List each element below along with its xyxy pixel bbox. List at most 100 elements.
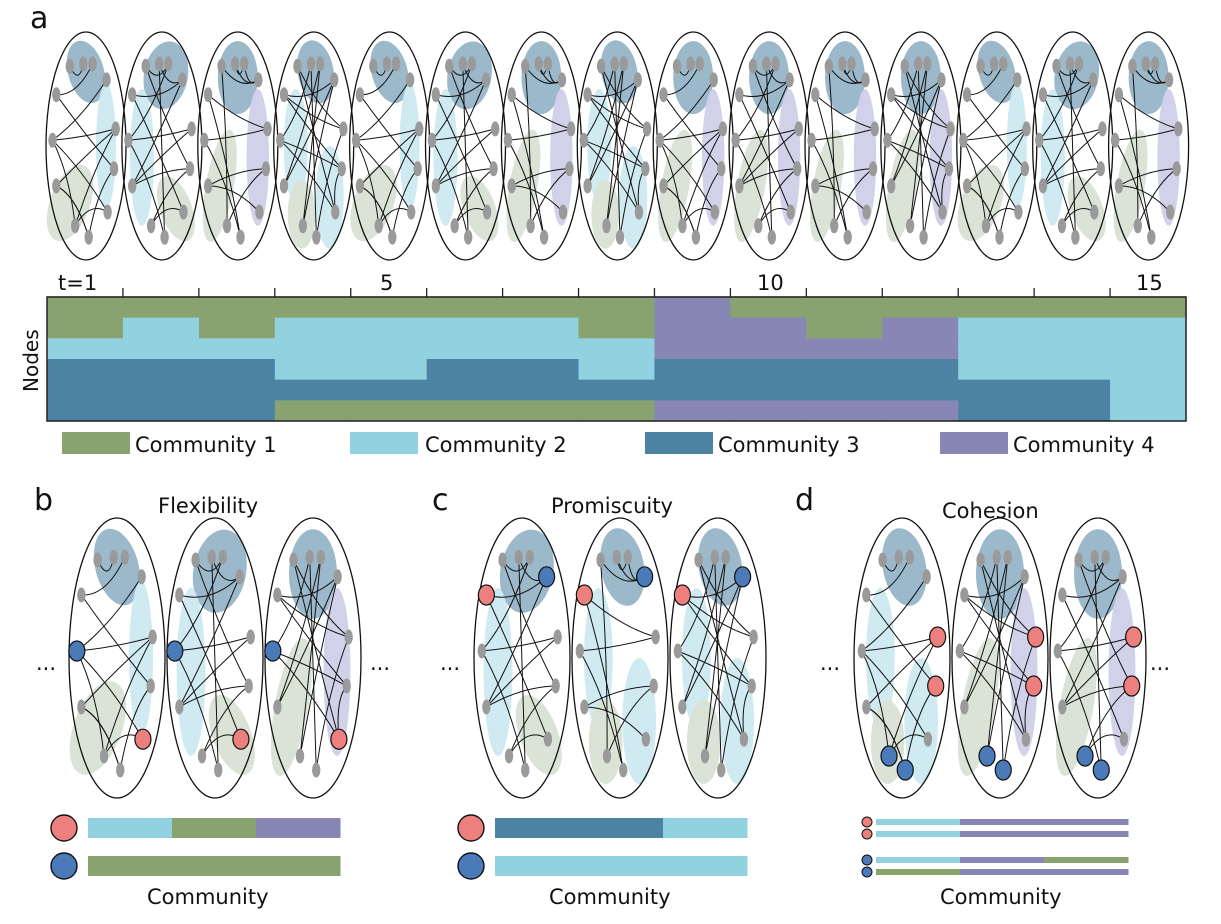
- network-boundary: [571, 517, 669, 799]
- network-node: [710, 549, 719, 565]
- panel-b-bottom-label: Community: [147, 885, 269, 909]
- community-cell: [730, 338, 807, 360]
- network-edge: [178, 594, 242, 740]
- community-region: [176, 588, 206, 756]
- network-edge: [923, 128, 952, 238]
- community-region: [720, 658, 754, 784]
- network-node: [355, 178, 365, 194]
- highlighted-node: [734, 566, 752, 588]
- network-node: [458, 56, 467, 72]
- network-edge: [738, 79, 791, 187]
- network-snapshot: [728, 31, 810, 261]
- community-cell: [1110, 338, 1187, 360]
- community-cell: [350, 297, 428, 319]
- community-matrix: [47, 297, 1187, 422]
- network-node: [1110, 132, 1120, 148]
- community-cell: [198, 359, 276, 381]
- highlighted-node: [1092, 759, 1110, 781]
- network-edge: [890, 94, 951, 130]
- blue-node-marker: [50, 852, 78, 880]
- network-node: [124, 132, 133, 148]
- network-node: [179, 204, 188, 220]
- blue-node-marker: [861, 866, 873, 878]
- network-node: [491, 121, 500, 137]
- community-cell: [426, 297, 504, 319]
- network-node: [405, 72, 415, 88]
- community-cell: [958, 379, 1035, 401]
- panel-d-ellipsis-left: ...: [820, 651, 840, 675]
- network-edge: [378, 128, 420, 226]
- network-node: [1147, 229, 1156, 245]
- community-cell: [1110, 400, 1187, 422]
- network-edge: [179, 685, 249, 708]
- network-edge: [508, 685, 556, 757]
- network-node: [937, 72, 946, 88]
- network-edge: [158, 63, 166, 238]
- network-node: [1065, 56, 1075, 72]
- network-edge: [735, 63, 777, 141]
- community-cell: [274, 379, 352, 401]
- network-edge: [815, 168, 874, 187]
- network-edge: [277, 576, 338, 598]
- network-node: [731, 132, 740, 148]
- network-node: [316, 549, 325, 565]
- network-edge: [283, 79, 335, 97]
- network-node: [1118, 569, 1127, 585]
- network-edge: [502, 559, 557, 687]
- network-edge: [1118, 94, 1179, 130]
- community-region: [96, 83, 116, 209]
- network-edge: [1094, 557, 1102, 771]
- network-edge: [861, 650, 890, 757]
- community-cell: [806, 400, 883, 422]
- community-cell: [654, 379, 731, 401]
- highlighted-node: [1123, 675, 1141, 697]
- network-edge: [677, 650, 752, 687]
- community-cell: [502, 317, 580, 339]
- community-cell: [958, 400, 1035, 422]
- community-bar-segment: [579, 856, 664, 876]
- highlighted-node: [1125, 626, 1143, 648]
- network-node: [514, 549, 523, 565]
- community-region: [1113, 129, 1148, 243]
- network-node: [197, 748, 207, 764]
- panel-b-ellipsis-left: ...: [36, 651, 56, 675]
- community-bar-segment: [172, 818, 257, 838]
- network-edge: [1039, 128, 1103, 141]
- network-boundary: [1049, 517, 1147, 799]
- network-edge: [454, 168, 494, 226]
- panel-d-bottom-label: Community: [940, 885, 1062, 909]
- community-cell: [426, 317, 504, 339]
- network-node: [566, 121, 576, 137]
- network-edge: [211, 557, 219, 771]
- community-cell: [882, 297, 959, 319]
- network-node: [407, 204, 416, 220]
- community-cell: [882, 359, 959, 381]
- network-snapshot: [68, 517, 166, 799]
- community-cell: [958, 359, 1035, 381]
- network-edge: [1002, 636, 1037, 771]
- network-node: [1013, 72, 1022, 88]
- network-node: [615, 229, 625, 245]
- network-boundary: [264, 517, 362, 799]
- community-bar-segment: [663, 856, 748, 876]
- network-node: [330, 72, 339, 88]
- community-cell: [426, 338, 504, 360]
- network-edge: [518, 557, 526, 771]
- network-edge: [131, 79, 183, 187]
- panel-a-network-snapshots: [45, 31, 1190, 261]
- network-node: [391, 56, 401, 72]
- community-line-segment: [876, 857, 961, 863]
- network-edge: [698, 559, 754, 638]
- network-node: [185, 161, 195, 177]
- network-node: [146, 218, 156, 234]
- network-node: [717, 161, 726, 177]
- network-node: [762, 56, 771, 72]
- network-node: [79, 56, 88, 72]
- network-edge: [297, 66, 336, 213]
- network-snapshot: [1032, 31, 1114, 261]
- network-snapshot: [669, 517, 767, 799]
- community-cell: [198, 379, 276, 401]
- community-cell: [730, 297, 807, 319]
- network-boundary: [166, 517, 264, 799]
- network-edge: [887, 139, 950, 170]
